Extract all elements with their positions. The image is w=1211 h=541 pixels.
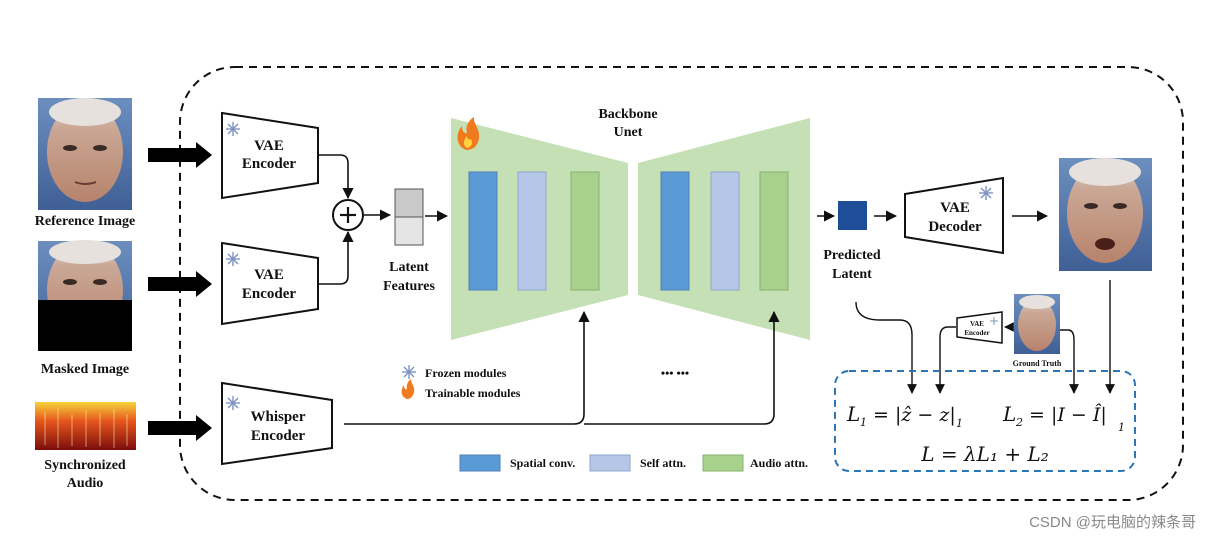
snowflake-icon xyxy=(402,365,416,379)
latent-features-line1: Latent xyxy=(389,260,429,275)
predicted-latent-block xyxy=(838,201,867,230)
vae-decoder-line2: Decoder xyxy=(928,219,982,235)
loss-l2: L 2 = |I − Î| 1 xyxy=(1002,402,1125,434)
self-attn-block xyxy=(517,171,547,291)
snowflake-icon xyxy=(979,186,993,200)
l1-symbol: L xyxy=(846,402,860,426)
masked-image-label: Masked Image xyxy=(41,362,129,377)
whisper-encoder-line1: Whisper xyxy=(250,409,305,425)
masked-image xyxy=(38,240,132,351)
loss-l1: L 1 = |ẑ − z| 1 xyxy=(846,402,963,430)
output-image xyxy=(1059,158,1152,271)
legend-label-self-attn: Self attn. xyxy=(640,456,686,470)
audio-label-line1: Synchronized xyxy=(44,458,126,473)
snowflake-icon xyxy=(226,396,240,410)
block-legend: Spatial conv. Self attn. Audio attn. xyxy=(459,454,808,472)
l2-norm: 1 xyxy=(1118,421,1125,434)
unet-encoder-half xyxy=(451,118,628,340)
loss-connectors xyxy=(855,280,1115,394)
input-arrows xyxy=(148,142,212,441)
latent-features-line2: Features xyxy=(383,279,435,294)
l2-expression: = |I − Î| xyxy=(1029,403,1107,426)
vae-encoder-gt-line2: Encoder xyxy=(964,329,989,337)
loss-box xyxy=(834,370,1136,472)
vae-encoder-top xyxy=(221,111,319,200)
legend-swatch-self-attn xyxy=(589,454,631,472)
vae-decoder-line1: VAE xyxy=(940,200,970,216)
encoder-connectors xyxy=(318,154,354,285)
trainable-modules-label: Trainable modules xyxy=(425,386,521,400)
reference-image-label: Reference Image xyxy=(35,214,135,229)
l2-subscript: 2 xyxy=(1015,416,1023,429)
vae-encoder-middle-line1: VAE xyxy=(254,267,284,283)
legend-swatch-audio-attn xyxy=(702,454,744,472)
vae-encoder-top-line1: VAE xyxy=(254,138,284,154)
reference-image xyxy=(38,98,132,210)
watermark: CSDN @玩电脑的辣条哥 xyxy=(1029,514,1196,531)
unet-decoder-half xyxy=(638,118,810,340)
vae-encoder-top-line2: Encoder xyxy=(242,156,297,172)
sum-node xyxy=(332,199,364,231)
ellipsis: ••• ••• xyxy=(661,366,689,380)
snowflake-icon xyxy=(226,122,240,136)
audio-attn-block xyxy=(759,171,789,291)
vae-encoder-middle-line2: Encoder xyxy=(242,286,297,302)
spatial-conv-block xyxy=(468,171,498,291)
ground-truth-image xyxy=(1014,294,1060,354)
legend-swatch-spatial xyxy=(459,454,501,472)
legend-label-spatial: Spatial conv. xyxy=(510,456,575,470)
self-attn-block xyxy=(710,171,740,291)
l2-symbol: L xyxy=(1002,402,1016,426)
vae-encoder-middle xyxy=(221,241,319,326)
snowflake-icon xyxy=(226,252,240,266)
model-boundary xyxy=(179,66,1184,501)
whisper-encoder-line2: Encoder xyxy=(251,428,306,444)
whisper-encoder xyxy=(221,381,333,466)
predicted-latent-line1: Predicted xyxy=(823,248,880,263)
spatial-conv-block xyxy=(660,171,690,291)
total-loss: L = λL₁ + L₂ xyxy=(920,442,1049,466)
audio-attn-block xyxy=(570,171,600,291)
backbone-line2: Unet xyxy=(614,125,643,140)
backbone-line1: Backbone xyxy=(598,107,657,122)
audio-label-line2: Audio xyxy=(67,476,104,491)
latent-features-block xyxy=(394,188,424,246)
audio-spectrogram xyxy=(35,402,136,450)
l1-subscript: 1 xyxy=(860,416,867,429)
snowflake-icon xyxy=(990,317,998,325)
l1-norm: 1 xyxy=(956,417,963,430)
predicted-latent-line2: Latent xyxy=(832,267,872,282)
vae-encoder-gt xyxy=(956,311,1003,344)
fire-icon xyxy=(457,117,480,150)
fire-icon xyxy=(401,379,415,399)
vae-decoder xyxy=(904,176,1004,255)
l1-expression: = |ẑ − z| xyxy=(873,404,956,426)
legend-label-audio-attn: Audio attn. xyxy=(750,456,808,470)
frozen-modules-label: Frozen modules xyxy=(425,366,507,380)
vae-encoder-gt-line1: VAE xyxy=(970,320,984,328)
audio-connectors xyxy=(344,310,780,425)
ground-truth-label: Ground Truth xyxy=(1013,359,1062,368)
